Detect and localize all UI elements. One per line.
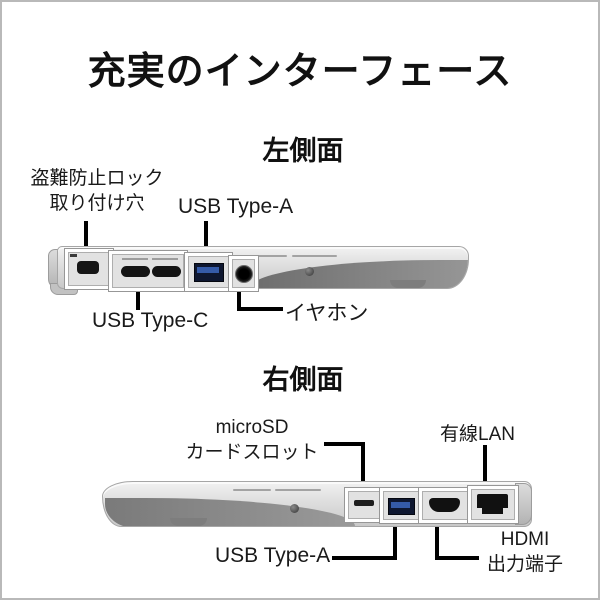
- vent-slot: [233, 489, 271, 491]
- leader-line-lan: [483, 445, 487, 486]
- leader-line-hdmi: [435, 519, 479, 560]
- lan-step: [503, 508, 508, 514]
- vent-slot: [255, 255, 287, 257]
- usb-a-left-label: USB Type-A: [178, 195, 294, 218]
- usb-c-label: USB Type-C: [92, 309, 209, 332]
- rubber-foot: [170, 518, 207, 526]
- usb-c-port-icon: [152, 266, 181, 277]
- earphone-jack-box: [229, 256, 258, 291]
- security-lock-slot-icon: [77, 261, 99, 274]
- vent-slot: [275, 489, 321, 491]
- security-lock-label: 盗難防止ロック 取り付け穴: [22, 167, 172, 216]
- usb-c-marking: [152, 258, 178, 260]
- leader-line-microsd: [324, 442, 365, 491]
- security-lock-port-box: [65, 249, 113, 289]
- lan-port-icon: [477, 494, 508, 514]
- usb-a-left-port-box: [185, 253, 232, 291]
- left-side-heading: 左側面: [262, 136, 344, 166]
- right-side-heading: 右側面: [262, 365, 344, 395]
- laptop-right-underside: [105, 498, 355, 526]
- hdmi-label-line2: 出力端子: [486, 553, 563, 575]
- laptop-left-underside: [250, 260, 468, 288]
- lock-notch: [70, 254, 77, 257]
- lan-step: [477, 508, 482, 514]
- security-lock-label-line2: 取り付け穴: [49, 192, 145, 214]
- screw: [290, 504, 299, 513]
- lan-port-box: [468, 486, 518, 523]
- leader-line-usb-a-left: [204, 221, 208, 254]
- page-title: 充実のインターフェース: [87, 51, 513, 93]
- usb-a-tab: [391, 502, 410, 508]
- usb-c-marking: [122, 258, 148, 260]
- microsd-slot-box: [345, 488, 384, 522]
- microsd-label-line1: microSD: [215, 417, 289, 438]
- hdmi-port-box: [419, 488, 471, 523]
- microsd-label: microSD カードスロット: [182, 416, 322, 465]
- earphone-label: イヤホン: [285, 302, 369, 325]
- usb-a-port-icon: [194, 263, 224, 282]
- usb-a-tab: [197, 267, 219, 273]
- usb-c-port-icon: [121, 266, 150, 277]
- screw: [305, 267, 314, 276]
- usb-a-right-label: USB Type-A: [215, 544, 331, 567]
- usb-a-right-port-box: [380, 488, 422, 523]
- rubber-foot: [390, 280, 426, 288]
- lan-label: 有線LAN: [440, 424, 515, 445]
- leader-line-usb-a-right: [332, 519, 397, 560]
- leader-line-security-lock: [84, 221, 88, 250]
- hdmi-label-line1: HDMI: [500, 529, 550, 550]
- usb-c-ports-box: [109, 251, 187, 291]
- security-lock-label-line1: 盗難防止ロック: [30, 168, 164, 189]
- hdmi-port-icon: [429, 498, 460, 512]
- microsd-label-line2: カードスロット: [185, 441, 319, 463]
- vent-slot: [292, 255, 337, 257]
- earphone-jack-icon: [235, 265, 253, 283]
- leader-line-usb-c: [136, 287, 140, 310]
- hdmi-label: HDMI 出力端子: [480, 528, 570, 577]
- leader-line-earphone: [237, 285, 283, 311]
- microsd-slot-icon: [354, 500, 374, 506]
- usb-a-port-icon: [388, 498, 415, 515]
